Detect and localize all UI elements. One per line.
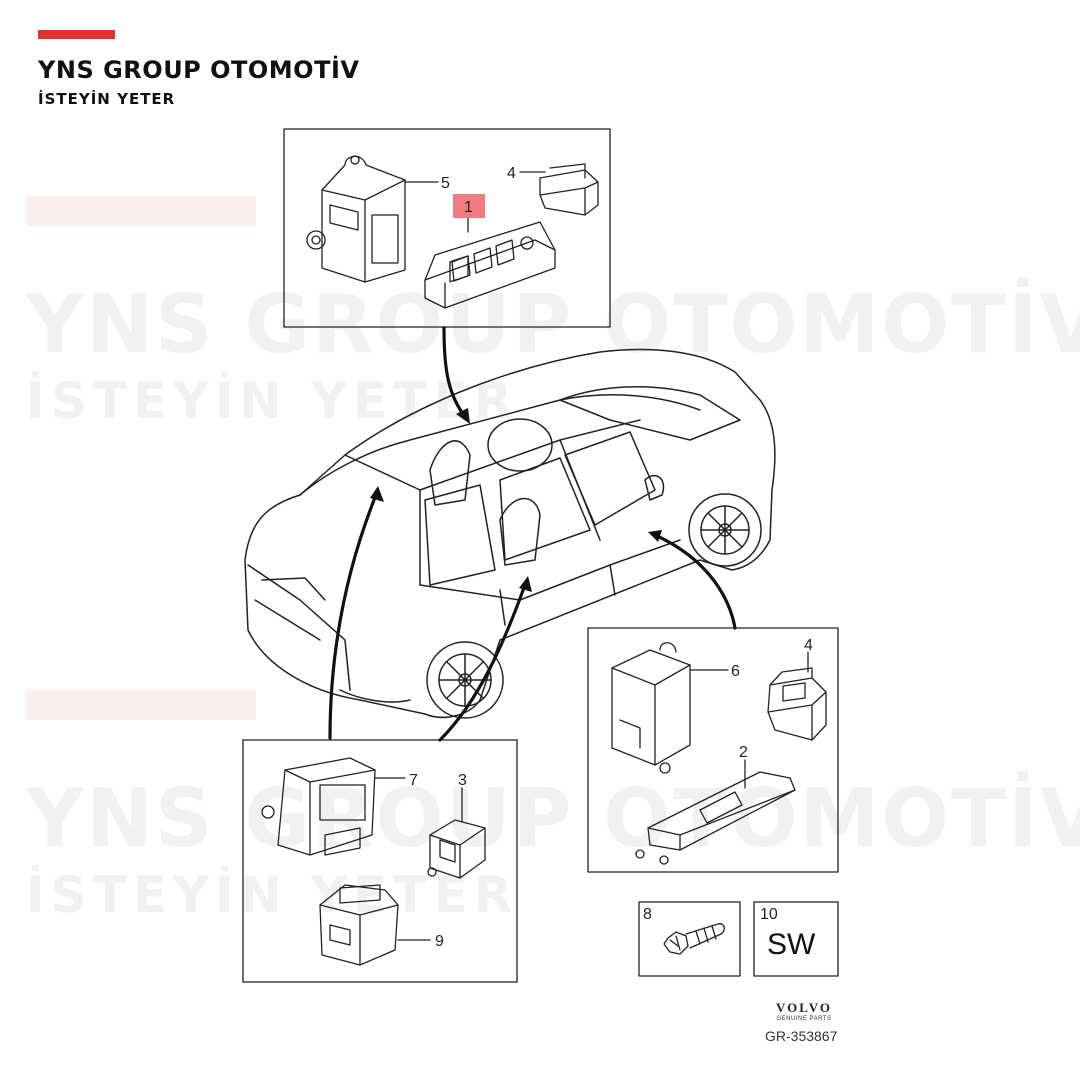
diagram-reference: GR-353867 [765,1028,838,1044]
part-9-switch-illustration [319,884,399,966]
right-parts-panel [587,627,839,873]
part-6-control-module-illustration [611,642,691,774]
callout-6: 6 [731,663,740,680]
callout-5: 5 [441,175,450,192]
brand-title: YNS GROUP OTOMOTİV [38,56,360,84]
part-5-control-module-illustration [306,155,406,283]
part-8-panel [638,901,741,977]
volvo-logo-tagline: GENUINE PARTS [776,1016,832,1022]
callout-9: 9 [435,933,444,950]
part-10-panel [753,901,839,977]
bottom-left-parts-panel [242,739,518,983]
callout-3: 3 [458,772,467,789]
callout-1: 1 [464,199,473,216]
connector-arrows [328,326,737,742]
callout-4-right: 4 [804,637,813,654]
part-8-screw-illustration [663,923,725,955]
highlight-marker [453,194,485,218]
part-7-control-module-illustration [261,757,376,856]
sw-label: SW [767,928,816,961]
watermark-strip [26,690,256,720]
part-4-switch-illustration-right [767,667,827,741]
callout-2: 2 [739,744,748,761]
car-illustration [244,348,776,719]
brand-tagline: İSTEYİN YETER [38,90,176,108]
callout-10: 10 [760,906,778,923]
part-4-switch-illustration [539,163,599,216]
callout-8: 8 [643,906,652,923]
top-parts-panel [283,128,611,328]
part-1-window-switch-panel-illustration [424,221,556,309]
callout-7: 7 [409,772,418,789]
volvo-logo: VOLVO [776,1000,832,1015]
brand-accent-bar [38,30,115,39]
callout-4-top: 4 [507,165,516,182]
watermark-strip [26,196,256,226]
arrow-heads [370,408,662,592]
part-3-switch-illustration [427,819,486,879]
part-2-switch-illustration [635,771,796,865]
